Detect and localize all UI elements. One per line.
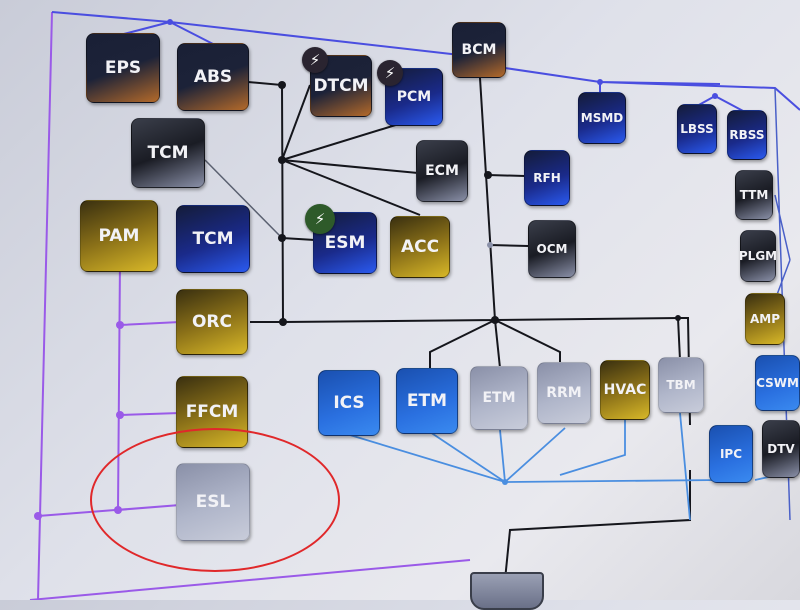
lightning-icon: ⚡ — [305, 204, 335, 234]
ecu-node-label: FFCM — [185, 402, 239, 422]
ecu-node-label: PAM — [98, 226, 140, 246]
ecu-node-label: TBM — [666, 378, 696, 392]
ecu-node-label: RBSS — [729, 128, 765, 142]
ecu-node-tbm[interactable]: TBM — [658, 357, 704, 413]
ecu-node-label: TCM — [192, 229, 234, 249]
ecu-node-abs[interactable]: ABS — [177, 43, 249, 111]
ecu-node-hvac[interactable]: HVAC — [600, 360, 650, 420]
ecu-node-etm[interactable]: ETM — [396, 368, 458, 434]
obd-connector-icon — [470, 572, 544, 610]
ecu-node-ics[interactable]: ICS — [318, 370, 380, 436]
ecu-node-rbss[interactable]: RBSS — [727, 110, 767, 160]
lightning-icon: ⚡ — [302, 47, 328, 73]
ecu-node-label: ECM — [425, 163, 459, 179]
ecu-node-label: TCM — [147, 143, 189, 163]
ecu-node-tcm[interactable]: TCM — [176, 205, 250, 273]
ecu-node-label: EPS — [104, 58, 142, 78]
ecu-node-ocm[interactable]: OCM — [528, 220, 576, 278]
ecu-node-label: DTCM — [313, 76, 369, 96]
ecu-node-label: IPC — [719, 447, 743, 461]
ecu-node-cswm[interactable]: CSWM — [755, 355, 800, 411]
ecu-node-label: RFH — [533, 171, 561, 185]
ecu-node-label: ACC — [400, 237, 440, 257]
ecu-node-label: ESM — [324, 233, 366, 253]
ecu-node-label: ETM — [482, 390, 516, 406]
ecu-node-label: ORC — [191, 312, 233, 332]
ecu-node-plgm[interactable]: PLGM — [738, 230, 778, 282]
ecu-node-label: PLGM — [738, 249, 778, 263]
ecu-node-label: BCM — [461, 42, 497, 58]
ecu-node-ipc[interactable]: IPC — [709, 425, 753, 483]
ecu-node-label: RRM — [546, 385, 582, 401]
ecu-node-label: PCM — [396, 89, 432, 105]
ecu-node-label: TTM — [739, 188, 769, 202]
ecu-node-label: DTV — [767, 442, 795, 456]
ecu-node-bcm[interactable]: BCM — [452, 22, 506, 78]
highlight-ellipse — [90, 428, 340, 572]
ecu-node-label: CSWM — [756, 376, 799, 390]
ecu-node-acc[interactable]: ACC — [390, 216, 450, 278]
ecu-node-label: ICS — [333, 393, 365, 413]
ecu-node-label: ETM — [406, 391, 448, 411]
ecu-node-eps[interactable]: EPS — [86, 33, 160, 103]
ecu-node-rrm[interactable]: RRM — [537, 362, 591, 424]
ecu-node-amp[interactable]: AMP — [745, 293, 785, 345]
ecu-node-label: ABS — [193, 67, 233, 87]
ecu-node-ttm[interactable]: TTM — [735, 170, 773, 220]
ecu-node-label: MSMD — [580, 111, 624, 125]
ecu-node-label: LBSS — [680, 122, 714, 136]
ecu-node-lbss[interactable]: LBSS — [677, 104, 717, 154]
ecu-node-tcm[interactable]: TCM — [131, 118, 205, 188]
ecu-node-label: HVAC — [603, 382, 647, 398]
ecu-node-label: AMP — [749, 312, 781, 326]
lightning-icon: ⚡ — [377, 60, 403, 86]
ecu-node-pam[interactable]: PAM — [80, 200, 158, 272]
ecu-node-dtv[interactable]: DTV — [762, 420, 800, 478]
ecu-node-msmd[interactable]: MSMD — [578, 92, 626, 144]
ecu-node-rfh[interactable]: RFH — [524, 150, 570, 206]
ecu-node-orc[interactable]: ORC — [176, 289, 248, 355]
ecu-node-etm[interactable]: ETM — [470, 366, 528, 430]
ecu-node-label: OCM — [536, 242, 568, 256]
ecu-node-ecm[interactable]: ECM — [416, 140, 468, 202]
